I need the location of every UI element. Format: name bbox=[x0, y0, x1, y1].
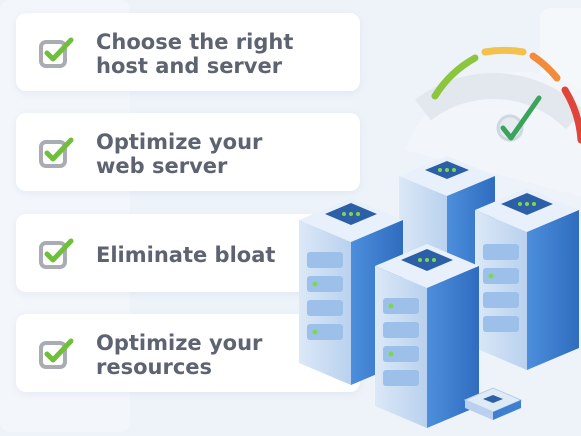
server-rack-icon bbox=[475, 188, 579, 370]
chip-icon bbox=[463, 387, 523, 420]
speedometer-icon bbox=[405, 46, 581, 197]
checkbox-checked-icon bbox=[38, 135, 76, 169]
checklist-item: Choose the right host and server bbox=[16, 13, 360, 91]
checkbox-checked-icon bbox=[38, 236, 76, 270]
checklist-item: Optimize your web server bbox=[16, 113, 360, 191]
checklist-item-label: Choose the right host and server bbox=[96, 30, 294, 78]
checkbox-checked-icon bbox=[38, 336, 76, 370]
checklist-item-label: Optimize your web server bbox=[96, 130, 263, 178]
checklist-item-label: Eliminate bloat bbox=[96, 243, 276, 267]
server-rack-icon bbox=[375, 244, 479, 428]
server-illustration bbox=[295, 0, 581, 432]
checklist-item-label: Optimize your resources bbox=[96, 331, 263, 379]
checkbox-checked-icon bbox=[38, 35, 76, 69]
